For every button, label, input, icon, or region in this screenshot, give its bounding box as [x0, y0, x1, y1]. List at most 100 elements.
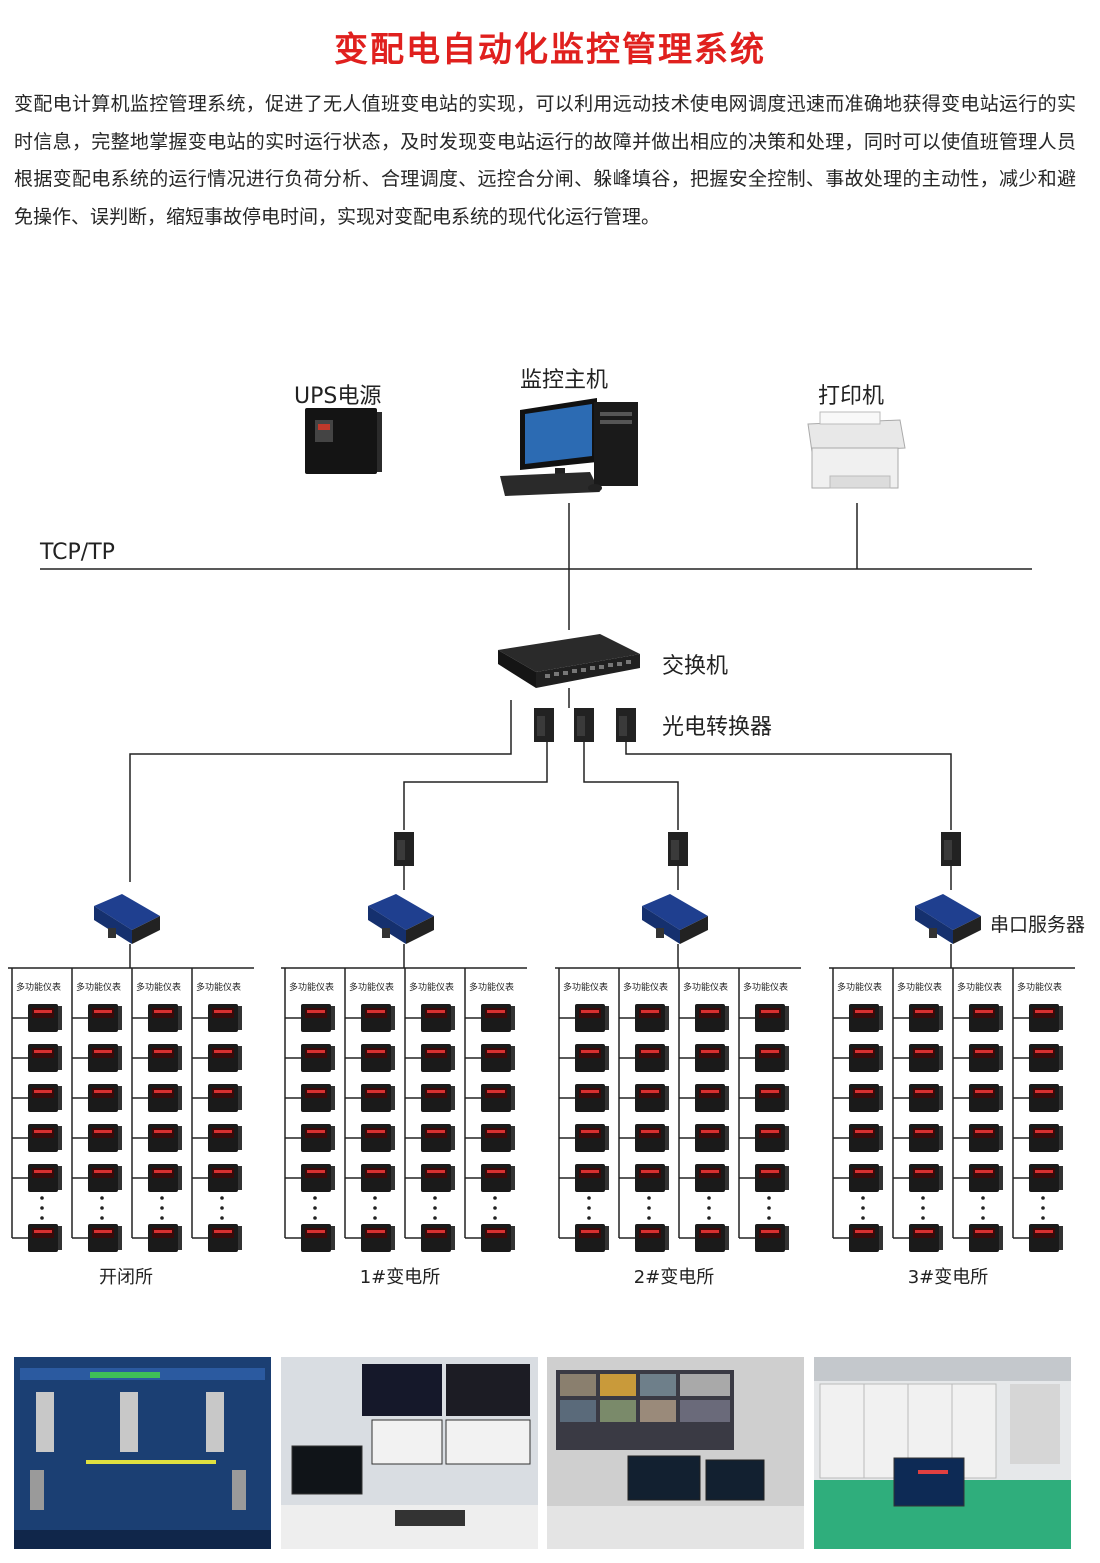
- meter-icon: [969, 1164, 1003, 1192]
- link-line: [403, 742, 548, 830]
- meter-icon: [695, 1124, 729, 1152]
- meter-icon: [755, 1044, 789, 1072]
- host-label: 监控主机: [520, 368, 609, 393]
- ellipsis-dot: [493, 1216, 497, 1220]
- link-line: [625, 742, 952, 830]
- meter-icon: [575, 1044, 609, 1072]
- ellipsis-dot: [647, 1196, 651, 1200]
- meter-icon: [421, 1084, 455, 1112]
- meter-icon: [361, 1004, 395, 1032]
- serial-server-icon: [368, 894, 434, 944]
- photo-monitoring-screen: [14, 1357, 271, 1549]
- ups-label: UPS电源: [294, 384, 382, 409]
- meter-icon: [1029, 1004, 1063, 1032]
- meter-icon: [148, 1164, 182, 1192]
- ellipsis-dot: [40, 1196, 44, 1200]
- link-line: [583, 742, 679, 830]
- ellipsis-dot: [220, 1196, 224, 1200]
- meter-icon: [421, 1124, 455, 1152]
- ellipsis-dot: [647, 1206, 651, 1210]
- meter-icon: [909, 1084, 943, 1112]
- printer-label: 打印机: [818, 384, 885, 409]
- remote-converter-icon: [394, 832, 414, 866]
- intro-paragraph: 变配电计算机监控管理系统，促进了无人值班变电站的实现，可以利用远动技术使电网调度…: [14, 93, 1076, 228]
- ellipsis-dot: [313, 1216, 317, 1220]
- meter-icon: [481, 1124, 515, 1152]
- converter-icon: [574, 708, 594, 742]
- meter-icon: [361, 1164, 395, 1192]
- meter-icon: [695, 1044, 729, 1072]
- serial-server-icon: [642, 894, 708, 944]
- meter-icon: [575, 1004, 609, 1032]
- meter-icon: [148, 1084, 182, 1112]
- ups-icon: [305, 408, 382, 474]
- meter-icon: [635, 1044, 669, 1072]
- serial-server-label: 串口服务器: [990, 914, 1086, 936]
- meter-column-label: 多功能仪表: [623, 983, 669, 993]
- ellipsis-dot: [433, 1216, 437, 1220]
- page-title: 变配电自动化监控管理系统: [334, 30, 766, 70]
- meter-icon: [208, 1044, 242, 1072]
- meter-icon: [301, 1004, 335, 1032]
- meter-icon: [1029, 1164, 1063, 1192]
- meter-column-label: 多功能仪表: [16, 983, 62, 993]
- meter-icon: [208, 1084, 242, 1112]
- meter-icon: [28, 1084, 62, 1112]
- ellipsis-dot: [1041, 1216, 1045, 1220]
- meter-icon: [361, 1224, 395, 1252]
- meter-icon: [635, 1224, 669, 1252]
- photo-switchgear-room: [814, 1357, 1071, 1549]
- photo-control-desk: [281, 1357, 538, 1549]
- meter-icon: [28, 1044, 62, 1072]
- ellipsis-dot: [921, 1216, 925, 1220]
- meter-icon: [208, 1224, 242, 1252]
- meter-icon: [28, 1224, 62, 1252]
- ellipsis-dot: [981, 1196, 985, 1200]
- switch-icon: [498, 634, 640, 688]
- ellipsis-dot: [100, 1206, 104, 1210]
- ellipsis-dot: [100, 1196, 104, 1200]
- meter-icon: [301, 1224, 335, 1252]
- station-label: 2#变电所: [633, 1267, 715, 1288]
- ellipsis-dot: [40, 1206, 44, 1210]
- ellipsis-dot: [921, 1196, 925, 1200]
- meter-icon: [421, 1224, 455, 1252]
- meter-column-label: 多功能仪表: [469, 983, 515, 993]
- network-label: TCP/TP: [40, 540, 115, 565]
- meter-icon: [301, 1124, 335, 1152]
- meter-icon: [1029, 1044, 1063, 1072]
- meter-icon: [148, 1124, 182, 1152]
- meter-icon: [421, 1164, 455, 1192]
- ellipsis-dot: [1041, 1196, 1045, 1200]
- meter-icon: [575, 1124, 609, 1152]
- ellipsis-dot: [707, 1196, 711, 1200]
- meter-icon: [695, 1224, 729, 1252]
- meter-icon: [755, 1164, 789, 1192]
- meter-column-label: 多功能仪表: [683, 983, 729, 993]
- converter-label: 光电转换器: [662, 715, 773, 740]
- meter-column-label: 多功能仪表: [957, 983, 1003, 993]
- meter-icon: [361, 1124, 395, 1152]
- meter-icon: [849, 1224, 883, 1252]
- meter-icon: [695, 1164, 729, 1192]
- ellipsis-dot: [40, 1216, 44, 1220]
- meter-icon: [909, 1164, 943, 1192]
- ellipsis-dot: [647, 1216, 651, 1220]
- switch-label: 交换机: [662, 654, 729, 679]
- remote-converter-icon: [668, 832, 688, 866]
- ellipsis-dot: [921, 1206, 925, 1210]
- ellipsis-dot: [100, 1216, 104, 1220]
- meter-icon: [969, 1004, 1003, 1032]
- meter-icon: [1029, 1084, 1063, 1112]
- meter-icon: [28, 1124, 62, 1152]
- meter-icon: [849, 1164, 883, 1192]
- meter-icon: [849, 1004, 883, 1032]
- meter-icon: [88, 1004, 122, 1032]
- meter-icon: [301, 1084, 335, 1112]
- ellipsis-dot: [587, 1206, 591, 1210]
- meter-icon: [695, 1004, 729, 1032]
- meter-icon: [849, 1044, 883, 1072]
- meter-icon: [421, 1044, 455, 1072]
- ellipsis-dot: [861, 1206, 865, 1210]
